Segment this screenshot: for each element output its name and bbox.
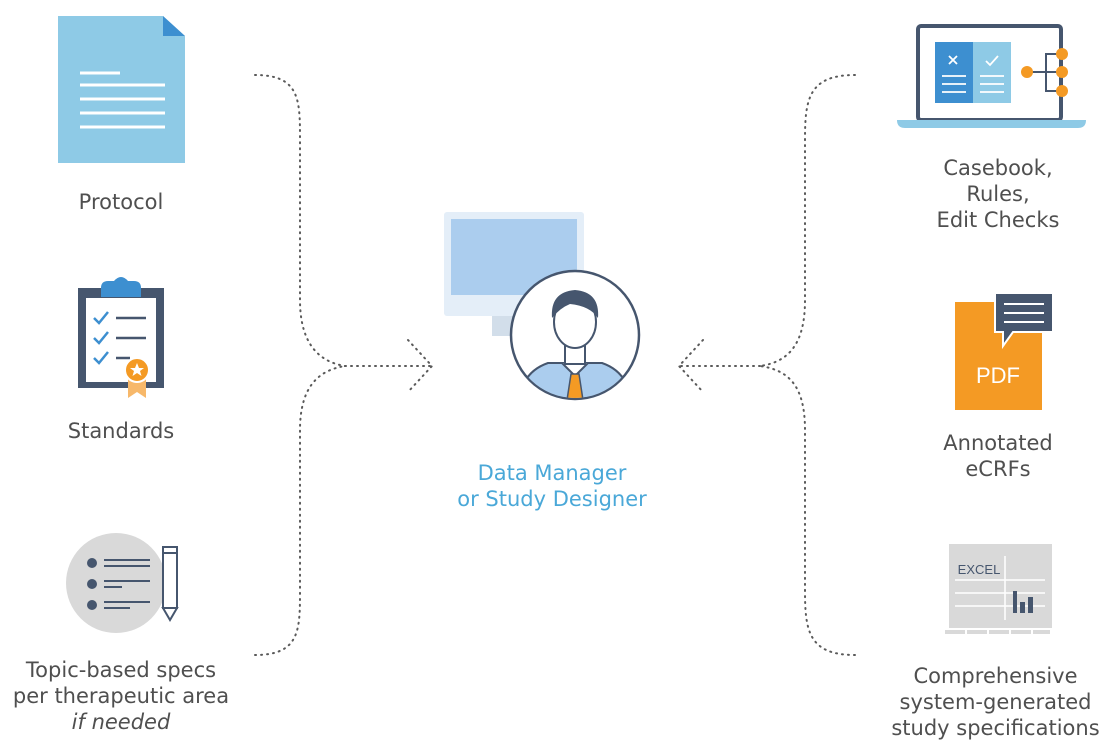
spec-line-2: system-generated — [899, 690, 1092, 714]
casebook-line-2: Rules, — [966, 182, 1030, 206]
pdf-icon: PDF — [955, 292, 1054, 410]
center-line-2: or Study Designer — [457, 487, 647, 511]
ecrf-line-1: Annotated — [943, 431, 1053, 455]
topic-line-2: per therapeutic area — [12, 684, 230, 708]
ecrf-label: Annotated eCRFs — [898, 430, 1098, 482]
center-role-label: Data Manager or Study Designer — [432, 460, 672, 512]
pdf-label: PDF — [976, 363, 1020, 388]
casebook-label: Casebook, Rules, Edit Checks — [898, 155, 1098, 233]
protocol-label: Protocol — [21, 189, 221, 215]
casebook-line-3: Edit Checks — [936, 208, 1060, 232]
standards-text: Standards — [67, 419, 175, 443]
protocol-text: Protocol — [78, 190, 164, 214]
left-connector — [254, 74, 434, 656]
center-line-1: Data Manager — [477, 461, 627, 485]
laptop-flow-icon — [897, 24, 1086, 128]
topic-line-3: if needed — [71, 710, 171, 734]
topic-line-1: Topic-based specs — [25, 658, 217, 682]
right-connector — [677, 74, 856, 656]
excel-icon: EXCEL — [945, 544, 1052, 634]
clipboard-icon — [78, 277, 164, 398]
topic-specs-label: Topic-based specs per therapeutic area i… — [0, 657, 242, 735]
list-pen-icon — [66, 533, 179, 633]
spec-line-1: Comprehensive — [913, 664, 1078, 688]
person-icon — [509, 269, 641, 401]
casebook-line-1: Casebook, — [943, 156, 1053, 180]
document-icon — [58, 16, 185, 163]
spec-line-3: study specifications — [891, 716, 1100, 740]
standards-label: Standards — [21, 418, 221, 444]
ecrf-line-2: eCRFs — [965, 457, 1031, 481]
study-spec-label: Comprehensive system-generated study spe… — [883, 663, 1108, 741]
excel-label: EXCEL — [958, 562, 1001, 577]
